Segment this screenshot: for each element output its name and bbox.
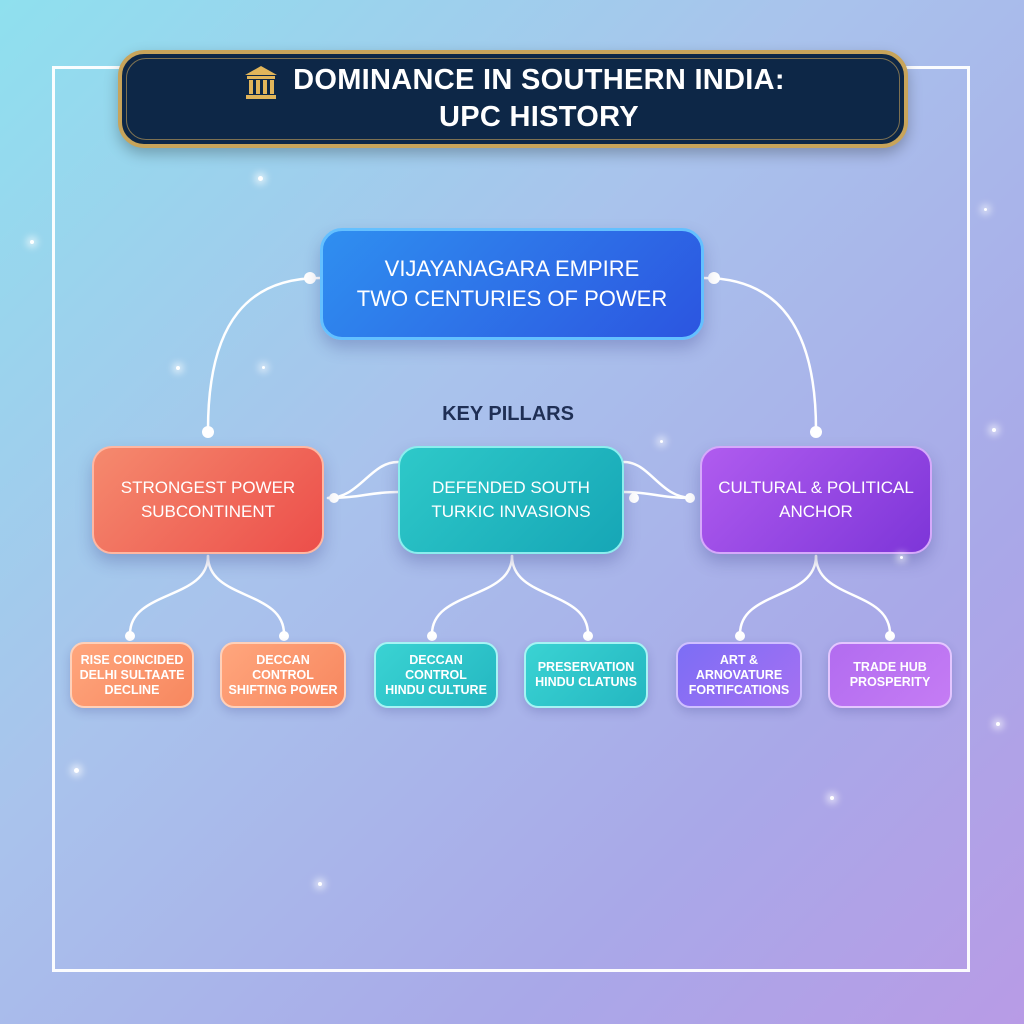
sparkle xyxy=(176,366,180,370)
pillar-line-2: SUBCONTINENT xyxy=(140,502,276,521)
pillar-defended-south: DEFENDED SOUTH TURKIC INVASIONS xyxy=(398,446,624,554)
leaf-deccan-shifting: DECCAN CONTROL SHIFTING POWER xyxy=(220,642,346,708)
leaf-line-3: DECLINE xyxy=(104,682,160,697)
leaf-line-1: DECCAN CONTROL xyxy=(252,652,314,682)
title-line-2: UPC HISTORY xyxy=(439,101,639,133)
leaf-line-1: RISE COINCIDED xyxy=(80,652,184,667)
leaf-line-1: DECCAN CONTROL xyxy=(405,652,467,682)
pillar-line-2: ANCHOR xyxy=(779,502,853,521)
pillar-line-2: TURKIC INVASIONS xyxy=(431,502,591,521)
node-dot xyxy=(583,631,593,641)
section-label-key-pillars: KEY PILLARS xyxy=(442,403,574,425)
sparkle xyxy=(262,366,265,369)
leaf-line-1: PRESERVATION xyxy=(537,660,635,674)
pillar-line-1: CULTURAL & POLITICAL xyxy=(718,478,914,497)
node-dot xyxy=(708,272,720,284)
leaf-line-2: HINDU CLATUNS xyxy=(535,675,637,689)
temple-icon xyxy=(245,66,278,99)
connector-right-leaf5 xyxy=(738,554,818,636)
leaf-line-2: DELHI SULTAATE xyxy=(79,667,185,682)
pillar-cultural-political: CULTURAL & POLITICAL ANCHOR xyxy=(700,446,932,554)
title-line-1: DOMINANCE IN SOUTHERN INDIA: xyxy=(293,64,785,96)
leaf-art-fortifications: ART & ARNOVATURE FORTIFCATIONS xyxy=(676,642,802,708)
leaf-line-2: SHIFTING POWER xyxy=(228,682,338,697)
title-banner: DOMINANCE IN SOUTHERN INDIA: UPC HISTORY xyxy=(118,50,908,148)
connector-mid-leaf4 xyxy=(510,554,590,636)
leaf-line-2: FORTIFCATIONS xyxy=(688,682,790,697)
leaf-deccan-hindu-culture: DECCAN CONTROL HINDU CULTURE xyxy=(374,642,498,708)
node-dot xyxy=(279,631,289,641)
sparkle xyxy=(830,796,834,800)
connector-left-leaf2 xyxy=(206,554,286,636)
node-dot xyxy=(735,631,745,641)
node-dot xyxy=(304,272,316,284)
connector-mid-leaf3 xyxy=(430,554,514,636)
leaf-rise-coincided: RISE COINCIDED DELHI SULTAATE DECLINE xyxy=(70,642,194,708)
leaf-trade-hub: TRADE HUB PROSPERITY xyxy=(828,642,952,708)
node-dot xyxy=(125,631,135,641)
page-title: DOMINANCE IN SOUTHERN INDIA: UPC HISTORY xyxy=(293,62,785,136)
connector-left-leaf1 xyxy=(128,554,210,636)
node-dot xyxy=(427,631,437,641)
root-line-2: TWO CENTURIES OF POWER xyxy=(356,286,668,311)
pillar-strongest-power: STRONGEST POWER SUBCONTINENT xyxy=(92,446,324,554)
node-dot xyxy=(885,631,895,641)
sparkle xyxy=(258,176,263,181)
connector-root-right xyxy=(702,276,818,432)
leaf-preservation: PRESERVATION HINDU CLATUNS xyxy=(524,642,648,708)
node-dot xyxy=(329,493,339,503)
sparkle xyxy=(900,556,903,559)
connector-root-left xyxy=(206,276,322,432)
title-wrap: DOMINANCE IN SOUTHERN INDIA: UPC HISTORY xyxy=(241,62,785,136)
node-dot xyxy=(629,493,639,503)
sparkle xyxy=(318,882,322,886)
leaf-line-1: ART & ARNOVATURE xyxy=(695,652,783,682)
root-node-vijayanagara: VIJAYANAGARA EMPIRE TWO CENTURIES OF POW… xyxy=(320,228,704,340)
pillar-line-1: STRONGEST POWER xyxy=(120,478,296,497)
node-dot xyxy=(202,426,214,438)
pillar-line-1: DEFENDED SOUTH xyxy=(432,478,590,497)
node-dot xyxy=(810,426,822,438)
sparkle xyxy=(74,768,79,773)
leaf-line-2: PROSPERITY xyxy=(849,675,931,689)
connector-mid-right-b xyxy=(622,490,694,500)
leaf-line-1: TRADE HUB xyxy=(853,660,927,674)
sparkle xyxy=(992,428,996,432)
node-dot xyxy=(685,493,695,503)
connector-right-leaf6 xyxy=(814,554,892,636)
sparkle xyxy=(996,722,1000,726)
sparkle xyxy=(984,208,987,211)
sparkle xyxy=(30,240,34,244)
leaf-line-2: HINDU CULTURE xyxy=(385,682,487,697)
sparkle xyxy=(660,440,663,443)
root-line-1: VIJAYANAGARA EMPIRE xyxy=(384,256,640,281)
